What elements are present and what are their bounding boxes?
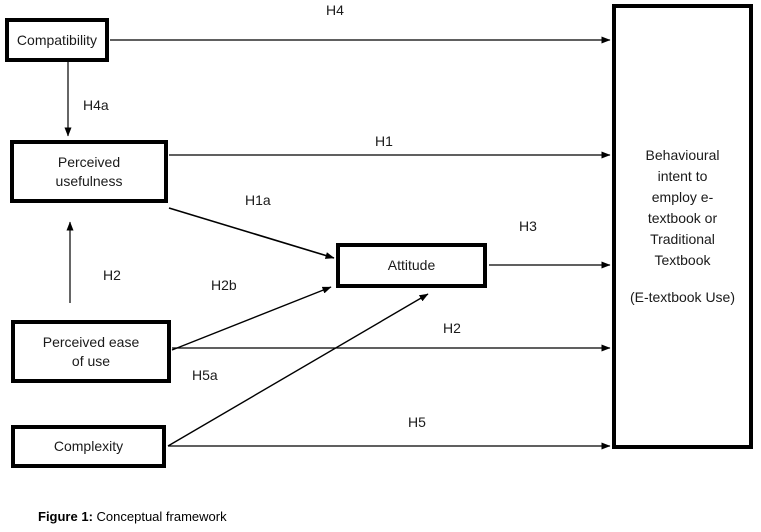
node-behavioural-intent[interactable]: Behavioural intent to employ e- textbook… [612, 4, 753, 449]
edge-label-h1: H1 [375, 133, 393, 149]
figure-caption-prefix: Figure 1: [38, 509, 93, 524]
edge-label-h5a: H5a [192, 367, 218, 383]
edge-label-h4a: H4a [83, 97, 109, 113]
node-perceived-ease-of-use-label: Perceived ease of use [42, 333, 140, 369]
edge-label-h2-vertical: H2 [103, 267, 121, 283]
node-complexity[interactable]: Complexity [11, 425, 166, 468]
edge-h1a [168, 207, 335, 259]
edge-label-h4: H4 [326, 2, 344, 18]
edge-h2b [171, 286, 332, 351]
node-perceived-usefulness[interactable]: Perceived usefulness [10, 140, 168, 203]
edge-label-h5: H5 [408, 414, 426, 430]
edge-label-h3: H3 [519, 218, 537, 234]
node-perceived-usefulness-label: Perceived usefulness [55, 153, 123, 189]
node-perceived-ease-of-use[interactable]: Perceived ease of use [11, 320, 171, 383]
node-behavioural-intent-sublabel: (E-textbook Use) [629, 289, 736, 305]
node-compatibility-label: Compatibility [16, 31, 98, 48]
edge-label-h1a: H1a [245, 192, 271, 208]
edge-label-h2-horizontal: H2 [443, 320, 461, 336]
edge-label-h2b: H2b [211, 277, 237, 293]
figure-caption: Figure 1: Conceptual framework [38, 509, 227, 524]
figure-caption-text: Conceptual framework [92, 509, 227, 524]
node-attitude[interactable]: Attitude [336, 243, 487, 288]
node-attitude-label: Attitude [387, 257, 436, 273]
node-complexity-label: Complexity [53, 438, 124, 454]
node-compatibility[interactable]: Compatibility [5, 18, 109, 62]
node-behavioural-intent-label: Behavioural intent to employ e- textbook… [645, 147, 720, 268]
